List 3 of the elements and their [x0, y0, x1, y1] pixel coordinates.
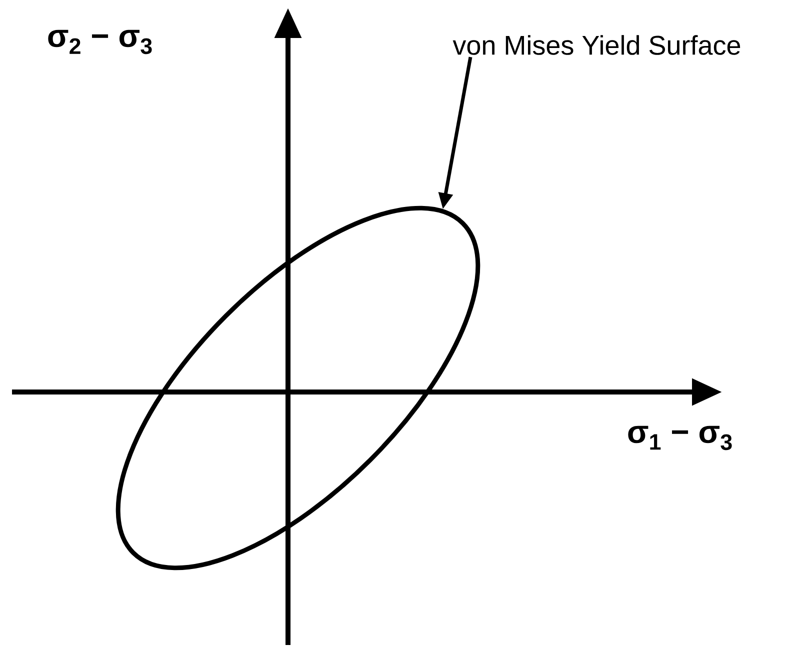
axis-label: σ$_{1}$ − σ$_{3}$ [628, 426, 732, 450]
callout-text: von Mises Yield Surface [452, 35, 740, 55]
axis-label: σ$_{2}$ − σ$_{3}$ [48, 30, 152, 54]
